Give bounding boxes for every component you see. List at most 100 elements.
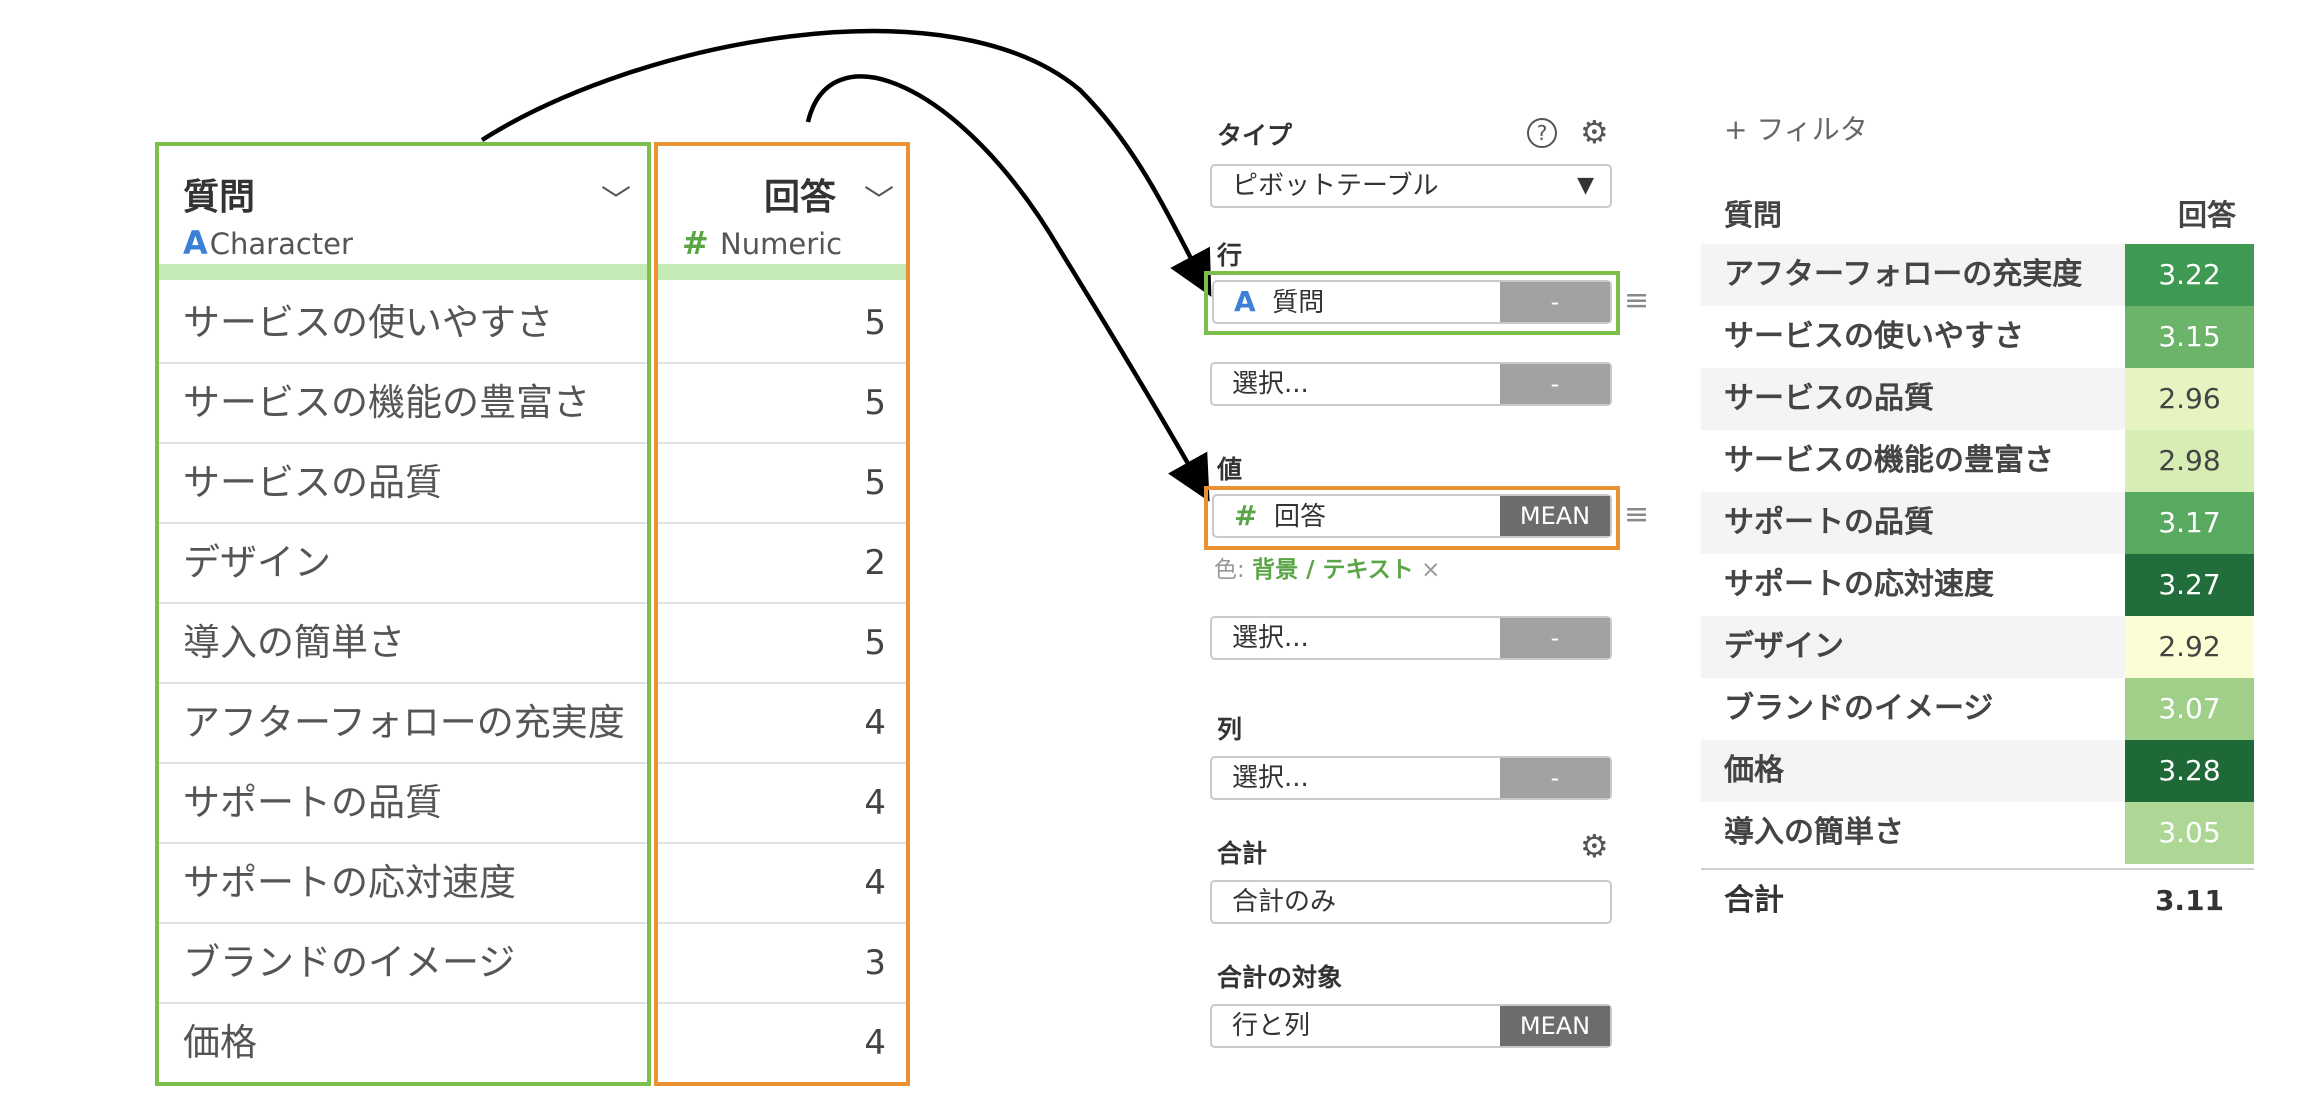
- gear-icon[interactable]: ⚙: [1580, 827, 1609, 865]
- total-label: 合計: [1217, 839, 1268, 868]
- total-target-label: 合計の対象: [1217, 963, 1343, 992]
- pivot-row-label: 価格: [1724, 753, 1784, 788]
- pivot-header-question[interactable]: 質問: [1724, 198, 1783, 232]
- source-answer-column: 回答 ﹀ # Numeric 5 5 5 2 5 4 4 4 3 4: [654, 142, 910, 1086]
- chevron-down-icon[interactable]: ﹀: [601, 184, 631, 219]
- pivot-row: サービスの機能の豊富さ 2.98: [1701, 430, 2254, 492]
- pivot-value-cell: 3.07: [2125, 678, 2254, 740]
- pivot-value-cell: 2.92: [2125, 616, 2254, 678]
- caret-down-icon: ▼: [1577, 173, 1594, 198]
- row-select[interactable]: 選択... -: [1210, 362, 1612, 406]
- row-field-pill[interactable]: A 質問 -: [1212, 280, 1612, 324]
- values-label: 値: [1217, 455, 1243, 484]
- pivot-row-label: サービスの品質: [1724, 381, 1934, 416]
- total-select-value: 合計のみ: [1232, 887, 1337, 917]
- pivot-row: サポートの品質 3.17: [1701, 492, 2254, 554]
- table-cell: サービスの品質: [159, 444, 647, 524]
- table-cell: 5: [658, 284, 906, 364]
- row-select-aggregate-button[interactable]: -: [1500, 364, 1610, 404]
- column-type-text: Numeric: [720, 227, 843, 261]
- pivot-row-label: デザイン: [1724, 629, 1844, 664]
- pivot-row-label: サポートの応対速度: [1724, 567, 1994, 602]
- answer-column-header[interactable]: 回答 ﹀ # Numeric: [658, 146, 906, 266]
- value-field-aggregate-button[interactable]: MEAN: [1500, 496, 1610, 536]
- row-field-text: A 質問: [1234, 282, 1324, 323]
- table-cell: 2: [658, 524, 906, 604]
- column-select-aggregate-button[interactable]: -: [1500, 758, 1610, 798]
- table-cell: 4: [658, 844, 906, 924]
- question-column-header[interactable]: 質問 ﹀ ACharacter: [159, 146, 647, 266]
- table-cell: 5: [658, 444, 906, 524]
- close-icon[interactable]: ×: [1421, 557, 1441, 583]
- column-type-label: # Numeric: [682, 224, 842, 262]
- table-cell: 4: [658, 684, 906, 764]
- pivot-row: ブランドのイメージ 3.07: [1701, 678, 2254, 740]
- total-target-aggregate-button[interactable]: MEAN: [1500, 1006, 1610, 1046]
- value-field-pill[interactable]: # 回答 MEAN: [1212, 494, 1612, 538]
- character-type-icon: A: [183, 224, 208, 262]
- numeric-type-icon: #: [1234, 499, 1258, 532]
- table-cell: ブランドのイメージ: [159, 924, 647, 1004]
- pivot-row-label: サポートの品質: [1724, 505, 1934, 540]
- pivot-row-label: アフターフォローの充実度: [1724, 257, 2083, 292]
- column-select[interactable]: 選択... -: [1210, 756, 1612, 800]
- pivot-total-label: 合計: [1724, 883, 1784, 918]
- pivot-value-cell: 3.22: [2125, 244, 2254, 306]
- value-field-text: # 回答: [1234, 496, 1326, 537]
- row-field-highlight: [1204, 271, 1620, 335]
- rows-label: 行: [1217, 241, 1243, 270]
- pivot-total-value: 3.11: [2154, 884, 2225, 917]
- pivot-value-cell: 2.96: [2125, 368, 2254, 430]
- value-select-aggregate-button[interactable]: -: [1500, 618, 1610, 658]
- row-field-aggregate-button[interactable]: -: [1500, 282, 1610, 322]
- pivot-total-row: 合計 3.11: [1701, 868, 2254, 932]
- columns-label: 列: [1217, 715, 1243, 744]
- table-cell: サービスの機能の豊富さ: [159, 364, 647, 444]
- total-target-value: 行と列: [1232, 1011, 1311, 1041]
- color-setting: 色: 背景 / テキスト ×: [1214, 550, 1440, 584]
- column-type-label: ACharacter: [183, 224, 353, 262]
- drag-handle-icon[interactable]: ≡: [1624, 283, 1650, 318]
- pivot-row-label: サービスの使いやすさ: [1724, 319, 2024, 354]
- total-target-select[interactable]: 行と列 MEAN: [1210, 1004, 1612, 1048]
- arrow-question-to-rows: [480, 28, 1212, 297]
- table-cell: 4: [864, 1023, 886, 1063]
- numeric-type-icon: #: [682, 224, 709, 262]
- arrow-answer-to-values: [805, 74, 1210, 502]
- gear-icon[interactable]: ⚙: [1580, 113, 1609, 151]
- value-select-placeholder: 選択...: [1232, 623, 1309, 653]
- character-type-icon: A: [1234, 285, 1256, 318]
- pivot-row-label: 導入の簡単さ: [1724, 815, 1904, 850]
- table-cell: デザイン: [159, 524, 647, 604]
- answer-column-title: 回答: [763, 177, 836, 218]
- pivot-value-cell: 3.28: [2125, 740, 2254, 802]
- drag-handle-icon[interactable]: ≡: [1624, 497, 1650, 532]
- pivot-row: サービスの使いやすさ 3.15: [1701, 306, 2254, 368]
- question-column-title: 質問: [183, 177, 256, 218]
- source-question-column: 質問 ﹀ ACharacter サービスの使いやすさ サービスの機能の豊富さ サ…: [155, 142, 651, 1086]
- value-field-highlight: [1204, 486, 1620, 550]
- pivot-row: アフターフォローの充実度 3.22: [1701, 244, 2254, 306]
- pivot-row: サービスの品質 2.96: [1701, 368, 2254, 430]
- pivot-value-cell: 3.15: [2125, 306, 2254, 368]
- row-field-name: 質問: [1272, 288, 1325, 318]
- color-setting-link[interactable]: 背景 / テキスト: [1252, 557, 1414, 583]
- column-type-text: Character: [209, 227, 353, 261]
- total-select[interactable]: 合計のみ: [1210, 880, 1612, 924]
- pivot-row-label: ブランドのイメージ: [1724, 691, 1994, 726]
- chart-type-select[interactable]: ピボットテーブル ▼: [1210, 164, 1612, 208]
- pivot-header-answer[interactable]: 回答: [2178, 198, 2237, 232]
- help-icon[interactable]: ?: [1527, 118, 1557, 148]
- table-cell: 導入の簡単さ: [159, 604, 647, 684]
- pivot-value-cell: 3.17: [2125, 492, 2254, 554]
- color-setting-prefix: 色:: [1214, 557, 1253, 583]
- pivot-row: 価格 3.28: [1701, 740, 2254, 802]
- pivot-value-cell: 2.98: [2125, 430, 2254, 492]
- chevron-down-icon[interactable]: ﹀: [864, 184, 894, 219]
- add-filter-button[interactable]: + フィルタ: [1724, 113, 1868, 146]
- value-select[interactable]: 選択... -: [1210, 616, 1612, 660]
- pivot-row: デザイン 2.92: [1701, 616, 2254, 678]
- table-cell: サポートの応対速度: [159, 844, 647, 924]
- pivot-value-cell: 3.27: [2125, 554, 2254, 616]
